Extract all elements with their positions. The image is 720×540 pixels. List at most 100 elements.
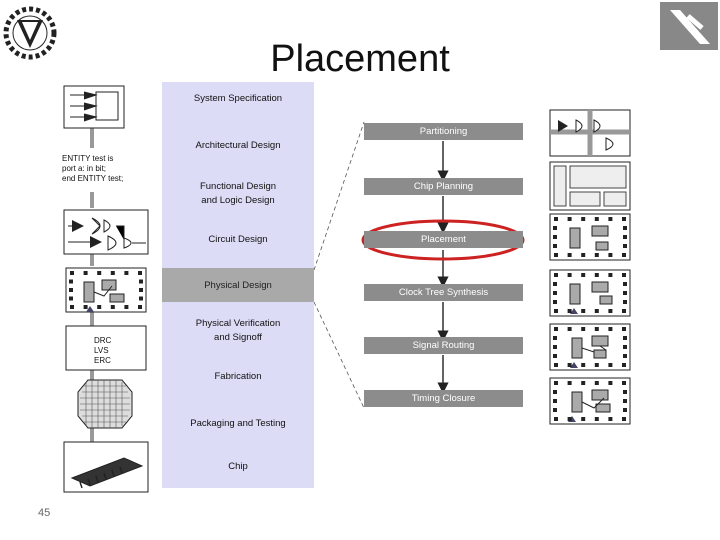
placement-icon: [549, 213, 631, 261]
pad-dot: [581, 273, 586, 277]
pad-dot: [567, 273, 572, 277]
pad-dot: [553, 390, 557, 394]
pad-dots: [69, 217, 627, 421]
pad-dot: [70, 271, 74, 275]
pad-dot: [581, 417, 586, 421]
pad-dot: [608, 309, 613, 313]
pad-dot: [83, 271, 88, 275]
pad-dot: [622, 363, 626, 367]
pad-dot: [567, 363, 572, 367]
pad-dot: [608, 381, 613, 385]
pad-dot: [567, 309, 572, 313]
pad-dot: [581, 381, 586, 385]
pad-dot: [567, 253, 572, 257]
pad-dot: [594, 217, 599, 221]
pad-dot: [567, 217, 572, 221]
pad-dot: [124, 305, 129, 309]
pad-dot: [594, 381, 599, 385]
pad-dot: [608, 217, 613, 221]
pad-dot: [69, 288, 73, 292]
pad-dot: [608, 327, 613, 331]
pad-dot: [83, 305, 88, 309]
step-partitioning: Partitioning: [364, 123, 523, 140]
flow-architectural-design: Architectural Design: [195, 140, 281, 151]
slide-title: Placement: [270, 38, 450, 80]
pad-dot: [554, 363, 558, 367]
pad-dot: [554, 417, 558, 421]
routing-icon: [549, 323, 631, 371]
pad-dot: [554, 309, 558, 313]
pad-dot: [581, 363, 586, 367]
pad-dot: [567, 327, 572, 331]
pad-dot: [594, 273, 599, 277]
pad-dot: [622, 273, 626, 277]
pad-dot: [608, 363, 613, 367]
pad-dot: [69, 296, 73, 301]
pad-dot: [623, 399, 627, 403]
pad-dot: [554, 381, 558, 385]
pad-dot: [608, 417, 613, 421]
pad-dot: [553, 399, 557, 403]
step-timing-closure: Timing Closure: [364, 390, 523, 407]
pad-dot: [553, 226, 557, 230]
pad-dot: [623, 408, 627, 412]
step-clock-tree-synthesis: Clock Tree Synthesis: [364, 284, 523, 301]
placement-highlight: [361, 219, 525, 261]
layout-icon: [65, 267, 147, 313]
floorplan-icon: [549, 161, 631, 211]
pad-dot: [622, 217, 626, 221]
chip-package-icon: [63, 441, 149, 493]
spec-block-icon: [63, 85, 125, 129]
flow-functional-design: Functional Design and Logic Design: [199, 181, 277, 206]
pad-dot: [553, 291, 557, 295]
corner-logo: [660, 2, 718, 50]
pad-dot: [623, 336, 627, 340]
pad-dot: [553, 354, 557, 358]
zoom-lines: [313, 121, 365, 409]
pad-dot: [581, 309, 586, 313]
pad-dot: [622, 417, 626, 421]
page-number: 45: [38, 507, 51, 519]
pad-dot: [138, 305, 142, 309]
step-placement: Placement: [364, 231, 523, 248]
pad-dot: [139, 296, 143, 301]
flow-circuit-design: Circuit Design: [208, 234, 268, 245]
partition-icon: [549, 109, 631, 157]
flow-physical-verification: Physical Verification and Signoff: [195, 318, 281, 343]
pad-dot: [554, 327, 558, 331]
flow-chip: Chip: [228, 461, 248, 472]
pad-dot: [623, 282, 627, 286]
pad-dot: [70, 305, 74, 309]
pad-dot: [553, 345, 557, 349]
pad-dot: [567, 417, 572, 421]
pad-dot: [622, 381, 626, 385]
pad-dot: [124, 271, 129, 275]
pad-dot: [139, 279, 143, 284]
pad-dot: [594, 363, 599, 367]
verification-checks-text: DRC LVS ERC: [94, 336, 112, 365]
clock-tree-icon: [549, 269, 631, 317]
logic-gates-icon: [63, 209, 149, 255]
pad-dot: [553, 300, 557, 304]
pad-dot: [553, 282, 557, 286]
pad-dot: [554, 253, 558, 257]
pad-dot: [581, 327, 586, 331]
institution-logo: [3, 6, 57, 60]
pad-dot: [554, 273, 558, 277]
pad-dot: [581, 253, 586, 257]
pad-dot: [594, 253, 599, 257]
flow-packaging: Packaging and Testing: [190, 418, 286, 429]
pad-dot: [581, 217, 586, 221]
pad-dot: [110, 305, 115, 309]
pad-dot: [623, 291, 627, 295]
pad-dot: [553, 408, 557, 412]
flow-fabrication: Fabrication: [214, 371, 262, 382]
step-signal-routing: Signal Routing: [364, 337, 523, 354]
pad-dot: [594, 309, 599, 313]
step-chip-planning: Chip Planning: [364, 178, 523, 195]
pad-dot: [623, 390, 627, 394]
pad-dot: [608, 273, 613, 277]
pad-dot: [110, 271, 115, 275]
pad-dot: [594, 417, 599, 421]
